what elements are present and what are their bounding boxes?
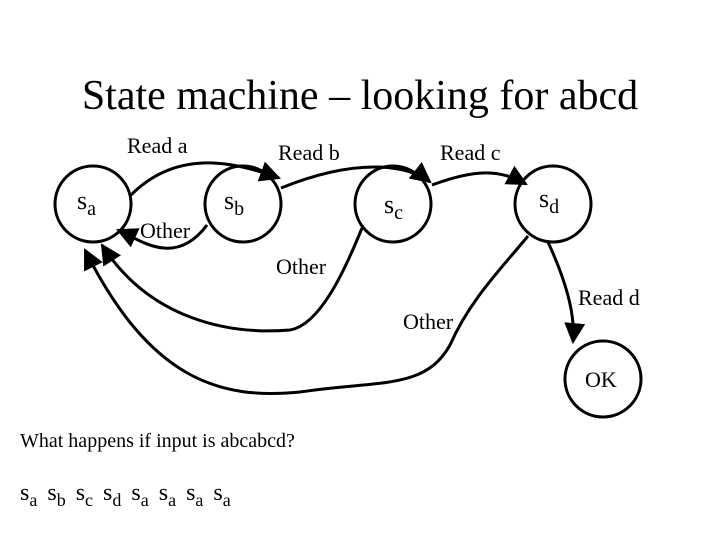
- state-sd-circle: [513, 164, 593, 244]
- edge-read-a: [128, 161, 281, 198]
- sequence-item: sa: [131, 480, 149, 510]
- edge-other-from-sb: [116, 224, 209, 250]
- edge-label-other-sb: Other: [140, 218, 191, 243]
- sequence-item: sc: [75, 480, 94, 510]
- sequence-item: sb: [47, 480, 66, 510]
- sequence-item: sa: [213, 480, 231, 510]
- edge-read-d: [546, 241, 586, 345]
- state-sc-label: sc: [384, 190, 404, 224]
- state-sc-circle: [353, 164, 433, 244]
- state-sd-label: sd: [539, 184, 560, 218]
- edge-label-read-d: Read d: [578, 285, 640, 310]
- edge-label-other-sd: Other: [403, 309, 454, 334]
- edge-label-read-a: Read a: [127, 133, 188, 158]
- sequence-item: sa: [186, 480, 204, 510]
- edge-label-read-c: Read c: [440, 140, 501, 165]
- edge-read-b: [280, 162, 432, 190]
- state-ok-label: OK: [585, 367, 617, 392]
- question-text: What happens if input is abcabcd?: [20, 430, 295, 452]
- state-sa-circle: [53, 164, 133, 244]
- sequence-item: sd: [103, 480, 122, 510]
- slide-title: State machine – looking for abcd: [81, 73, 639, 119]
- edge-other-from-sc: [100, 227, 364, 333]
- edge-other-from-sd: [83, 235, 530, 396]
- edge-read-c: [431, 165, 528, 187]
- state-ok-circle: [563, 339, 643, 419]
- state-sb-label: sb: [224, 186, 245, 220]
- sequence-item: sa: [20, 480, 38, 510]
- state-sequence: sa sb sc sd sa sa sa sa: [20, 480, 231, 511]
- edge-label-read-b: Read b: [278, 140, 340, 165]
- sequence-item: sa: [158, 480, 177, 510]
- state-sa-label: sa: [77, 186, 97, 220]
- edge-label-other-sc: Other: [276, 254, 327, 279]
